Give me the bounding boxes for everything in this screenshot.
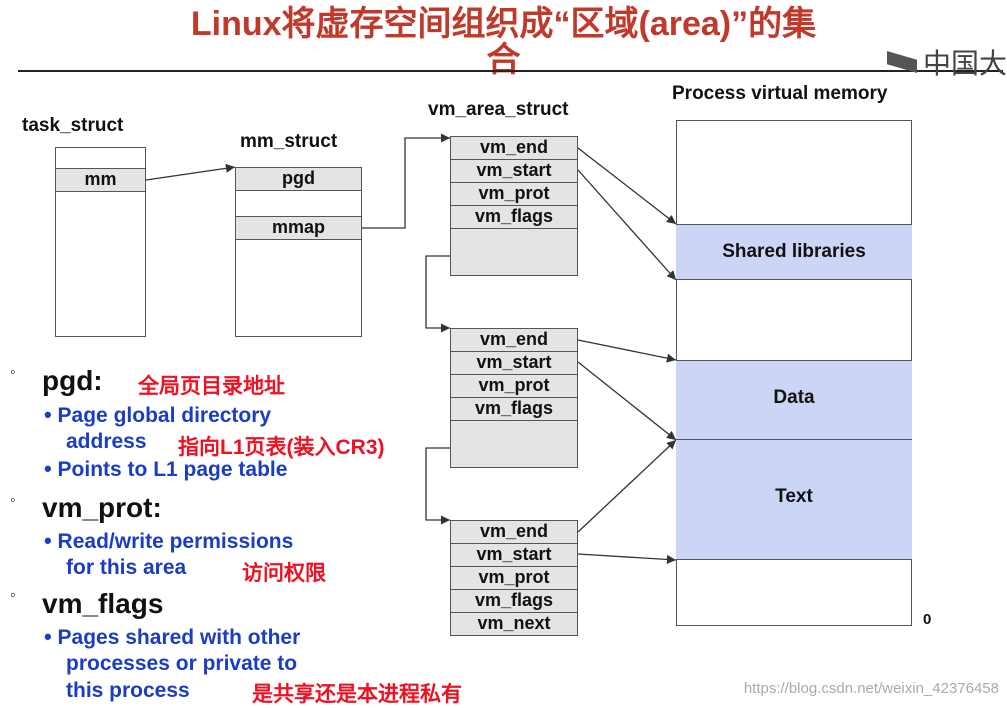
- arrow-vma2-end: [577, 339, 677, 363]
- vm-area-block-2: vm_end vm_start vm_prot vm_flags: [450, 328, 578, 468]
- mm-struct-mmap-field: mmap: [235, 216, 362, 240]
- vma3-vm-end: vm_end: [450, 520, 578, 544]
- vma1-vm-prot: vm_prot: [450, 182, 578, 206]
- vm-flags-heading: vm_flags: [42, 588, 164, 619]
- vm-area-block-3: vm_end vm_start vm_prot vm_flags vm_next: [450, 520, 578, 636]
- vm-flags-cn-note: 是共享还是本进程私有: [252, 683, 462, 706]
- vm-prot-line2: for this area: [66, 556, 187, 579]
- vm-prot-line1: • Read/write permissions: [44, 528, 293, 555]
- vm-flags-line1: • Pages shared with other: [44, 624, 300, 651]
- pgd-heading: pgd:: [42, 365, 103, 396]
- vm-prot-line1-text: Read/write permissions: [57, 530, 294, 553]
- arrow-mm-to-mm-struct: [145, 163, 236, 181]
- arrow-vma2-start: [577, 361, 677, 441]
- pgd-line1: • Page global directory: [44, 402, 271, 429]
- arrow-vma2-to-vma3: [425, 447, 450, 525]
- region-shared-libraries: Shared libraries: [676, 224, 912, 280]
- vma1-vm-end: vm_end: [450, 136, 578, 160]
- bullet-vm-flags: ◦: [10, 587, 16, 604]
- slide-title-line1: Linux将虚存空间组织成“区域(area)”的集: [190, 5, 817, 43]
- vma3-vm-next: vm_next: [450, 612, 578, 636]
- title-divider: [18, 70, 1003, 72]
- bullet-pgd: ◦: [10, 364, 16, 381]
- region-text: Text: [676, 439, 912, 560]
- logo-text: 中国大: [922, 48, 1007, 79]
- vma2-vm-flags: vm_flags: [450, 397, 578, 421]
- vm-flags-line2: processes or private to: [66, 652, 298, 675]
- dot-icon: •: [44, 624, 52, 649]
- task-struct-label: task_struct: [22, 115, 124, 136]
- arrow-vma3-end: [577, 439, 677, 533]
- arrow-mmap-to-vma1: [362, 133, 450, 229]
- slide-title-line2: 合: [486, 41, 521, 79]
- pgd-cn-note: 全局页目录地址: [138, 375, 285, 398]
- pgd-line3: • Points to L1 page table: [44, 456, 287, 483]
- vma2-spare: [450, 420, 578, 468]
- region-data: Data: [676, 360, 912, 440]
- vma2-vm-prot: vm_prot: [450, 374, 578, 398]
- vm-flags-line1-text: Pages shared with other: [57, 626, 301, 649]
- process-virtual-memory-label: Process virtual memory: [672, 83, 888, 104]
- vm-area-block-1: vm_end vm_start vm_prot vm_flags: [450, 136, 578, 276]
- dot-icon: •: [44, 528, 52, 553]
- vm-area-struct-label: vm_area_struct: [428, 99, 569, 120]
- pgd-cn2-note: 指向L1页表(装入CR3): [178, 436, 385, 459]
- logo: 中国大: [886, 42, 1007, 82]
- mm-struct-label: mm_struct: [240, 131, 338, 152]
- vma2-vm-start: vm_start: [450, 351, 578, 375]
- vma3-vm-flags: vm_flags: [450, 589, 578, 613]
- mm-struct-box: [235, 167, 362, 337]
- vm-prot-cn-note: 访问权限: [242, 562, 326, 585]
- pgd-line1-text: Page global directory: [57, 404, 272, 427]
- vma3-vm-start: vm_start: [450, 543, 578, 567]
- vma3-vm-prot: vm_prot: [450, 566, 578, 590]
- watermark: https://blog.csdn.net/weixin_42376458: [743, 680, 999, 697]
- address-zero-label: 0: [923, 611, 932, 628]
- vma2-vm-end: vm_end: [450, 328, 578, 352]
- arrow-vma1-end: [577, 147, 677, 225]
- mm-struct-pgd-field: pgd: [235, 167, 362, 191]
- vm-flags-line3: this process: [66, 679, 190, 702]
- bullet-vm-prot: ◦: [10, 492, 16, 509]
- vma1-spare: [450, 228, 578, 276]
- arrow-vma3-start: [577, 553, 677, 564]
- arrow-vma1-to-vma2: [425, 255, 450, 333]
- dot-icon: •: [44, 456, 52, 481]
- pgd-line3-text: Points to L1 page table: [57, 458, 288, 481]
- vm-prot-heading: vm_prot:: [42, 492, 162, 523]
- pgd-line2: address: [66, 430, 147, 453]
- dot-icon: •: [44, 402, 52, 427]
- vma1-vm-start: vm_start: [450, 159, 578, 183]
- task-struct-mm-field: mm: [55, 168, 146, 192]
- arrow-vma1-start: [577, 169, 677, 281]
- vma1-vm-flags: vm_flags: [450, 205, 578, 229]
